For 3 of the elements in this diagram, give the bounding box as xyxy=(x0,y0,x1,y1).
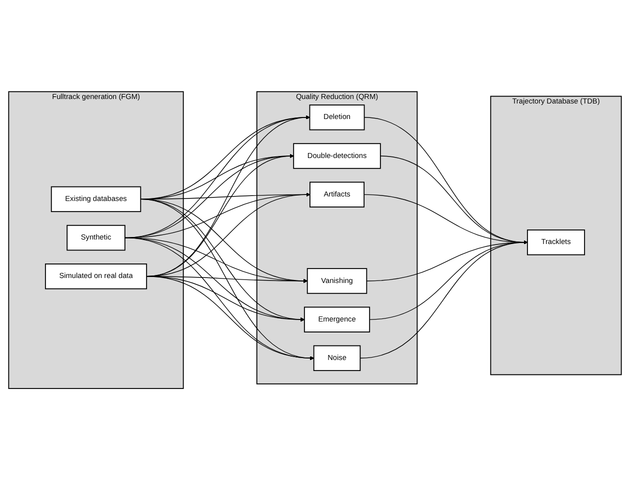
arrow xyxy=(146,276,314,360)
group-box xyxy=(490,96,622,376)
arrow xyxy=(360,240,528,358)
